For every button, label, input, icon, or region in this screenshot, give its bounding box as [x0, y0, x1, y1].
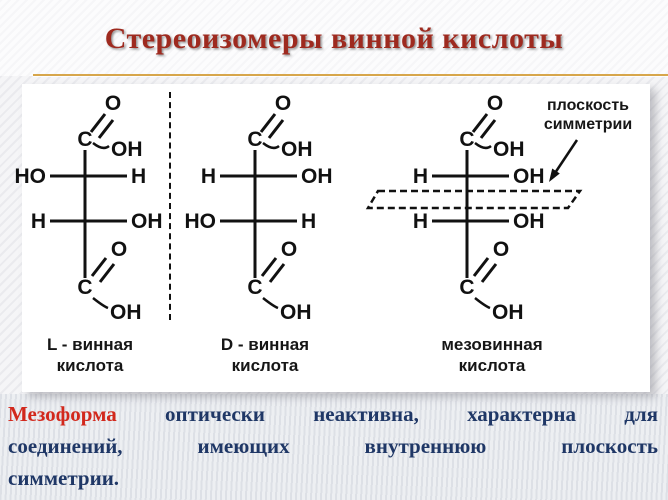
substituent-right: H — [301, 210, 316, 233]
single-bond — [474, 297, 491, 310]
chiral-row-2: HO H — [185, 210, 317, 233]
double-bond — [472, 257, 490, 277]
double-bond — [97, 119, 115, 139]
molecule-d-tartaric: O C OH H OH HO H C O — [185, 92, 333, 321]
structures-panel: O C OH HO H H OH C O — [15, 84, 650, 392]
double-bond — [260, 257, 278, 277]
plane-label-line1: плоскость — [546, 97, 629, 114]
atom-oh: OH — [281, 138, 313, 161]
caption-line-1-rest: оптически неактивна, характерна для — [164, 402, 658, 426]
atom-c: C — [247, 128, 262, 151]
label-line: мезовинная — [441, 335, 543, 354]
chiral-row-1: HO H — [15, 165, 147, 188]
chiral-row-1: H OH — [201, 165, 333, 188]
double-bond — [268, 263, 286, 283]
caption-line-1: Мезоформа оптически неактивна, характерн… — [8, 398, 658, 430]
page-title: Стереоизомеры винной кислоты — [104, 22, 564, 55]
label-line: D - винная — [220, 335, 310, 354]
chiral-row-2: H OH — [413, 210, 545, 233]
atom-o: O — [487, 92, 503, 115]
double-bond — [89, 113, 107, 133]
caption: Мезоформа оптически неактивна, характерн… — [8, 398, 658, 494]
atom-oh: OH — [111, 138, 143, 161]
label-line: кислота — [458, 356, 526, 375]
symmetry-plane — [365, 189, 583, 210]
dashed-separator — [169, 92, 171, 320]
single-bond — [262, 297, 279, 310]
atom-c: C — [247, 276, 262, 299]
carboxyl-group-top: O C OH — [247, 92, 312, 161]
atom-o: O — [275, 92, 291, 115]
atom-o: O — [493, 238, 509, 261]
atom-oh: OH — [493, 138, 525, 161]
carboxyl-group-top: O C OH — [459, 92, 524, 161]
carboxyl-group-bottom: C O OH — [247, 238, 311, 321]
atom-o: O — [111, 238, 127, 261]
atom-c: C — [459, 128, 474, 151]
substituent-right: OH — [513, 210, 545, 233]
double-bond — [267, 119, 285, 139]
atom-c: C — [459, 276, 474, 299]
background-bottom-band — [0, 394, 668, 500]
substituent-right: OH — [131, 210, 163, 233]
substituent-left: HO — [185, 210, 217, 233]
carboxyl-group-bottom: C O OH — [77, 238, 141, 321]
label-line: кислота — [56, 356, 124, 375]
substituent-right: OH — [301, 165, 333, 188]
symmetry-plane-label: плоскость симметрии — [530, 96, 646, 134]
caption-line-2: соединений, имеющих внутреннюю плоскость — [8, 434, 658, 458]
double-bond — [98, 263, 116, 283]
substituent-right: OH — [513, 165, 545, 188]
atom-oh: OH — [280, 301, 312, 321]
label-d-tartaric: D - винная кислота — [185, 334, 345, 376]
title-divider — [33, 74, 668, 76]
substituent-left: HO — [15, 165, 47, 188]
single-bond — [474, 142, 492, 150]
substituent-left: H — [413, 165, 428, 188]
atom-c: C — [77, 276, 92, 299]
chiral-row-2: H OH — [31, 210, 163, 233]
double-bond — [90, 257, 108, 277]
chiral-row-1: H OH — [413, 165, 545, 188]
atom-oh: OH — [110, 301, 142, 321]
background-top-band — [0, 0, 668, 76]
substituent-left: H — [31, 210, 46, 233]
molecule-meso-tartaric: O C OH H OH H OH C — [365, 92, 583, 321]
caption-highlight: Мезоформа — [8, 402, 117, 426]
label-line: кислота — [231, 356, 299, 375]
atom-c: C — [77, 128, 92, 151]
double-bond — [471, 113, 489, 133]
double-bond — [480, 263, 498, 283]
caption-line-3: симметрии. — [8, 466, 120, 490]
label-l-tartaric: L - винная кислота — [10, 334, 170, 376]
substituent-left: H — [201, 165, 216, 188]
arrow-icon — [549, 139, 579, 182]
molecule-l-tartaric: O C OH HO H H OH C O — [15, 92, 163, 321]
atom-o: O — [105, 92, 121, 115]
atom-o: O — [281, 238, 297, 261]
substituent-left: H — [413, 210, 428, 233]
plane-label-line2: симметрии — [543, 116, 633, 133]
label-line: L - винная — [47, 335, 133, 354]
substituent-right: H — [131, 165, 146, 188]
carboxyl-group-bottom: C O OH — [459, 238, 523, 321]
double-bond — [479, 119, 497, 139]
single-bond — [262, 142, 280, 150]
single-bond — [92, 142, 110, 150]
double-bond — [259, 113, 277, 133]
label-meso-tartaric: мезовинная кислота — [397, 334, 587, 376]
carboxyl-group-top: O C OH — [77, 92, 142, 161]
single-bond — [92, 297, 109, 310]
atom-oh: OH — [492, 301, 524, 321]
